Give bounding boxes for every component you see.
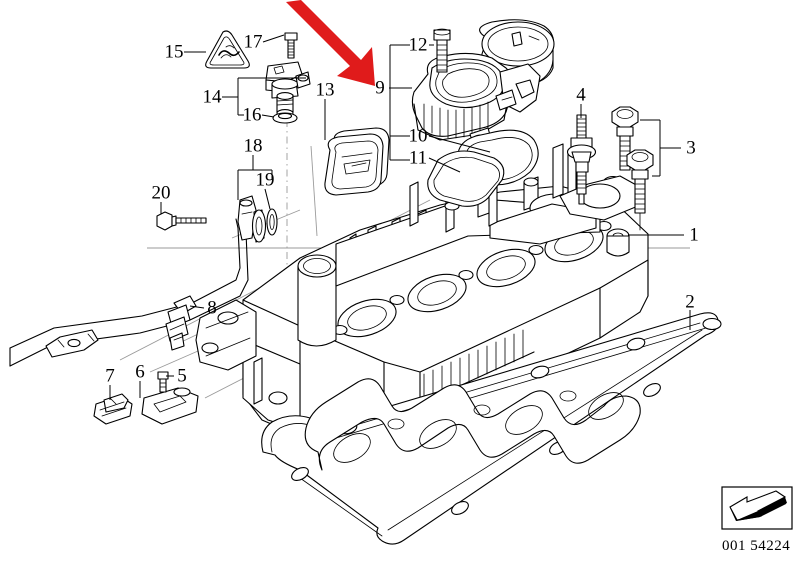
callout-14[interactable]: 14 — [202, 86, 222, 108]
hex-bolt-set — [611, 106, 654, 231]
bracket-bolt — [156, 211, 207, 231]
callout-12[interactable]: 12 — [408, 34, 428, 56]
callout-6[interactable]: 6 — [135, 361, 145, 383]
hex-bolt-lower — [626, 149, 654, 214]
ground-strap — [9, 218, 249, 367]
vent-seals — [427, 129, 539, 207]
orientation-icon-box — [721, 486, 793, 530]
sensor-screw — [284, 32, 298, 59]
cable-clip — [165, 295, 197, 351]
oil-filler-cap — [324, 127, 390, 196]
callout-2[interactable]: 2 — [685, 291, 695, 313]
oil-filler-neck — [297, 254, 337, 347]
callout-16[interactable]: 16 — [242, 104, 262, 126]
warning-label-triangle — [205, 30, 250, 69]
diagram-reference-number: 001 54224 — [722, 538, 791, 554]
callout-19[interactable]: 19 — [255, 169, 275, 191]
leader-lines — [109, 34, 691, 400]
vent-main-body — [411, 52, 541, 149]
callout-7[interactable]: 7 — [105, 365, 115, 387]
small-hardware — [93, 371, 199, 425]
callout-5[interactable]: 5 — [177, 365, 187, 387]
callout-11[interactable]: 11 — [408, 147, 428, 169]
highlight-arrow — [286, 0, 375, 86]
sensor-o-ring — [272, 112, 298, 124]
callout-17[interactable]: 17 — [243, 31, 263, 53]
callout-18[interactable]: 18 — [243, 135, 263, 157]
gasket-port-chain — [304, 378, 641, 471]
callout-13[interactable]: 13 — [315, 79, 335, 101]
valve-cover-gasket — [261, 312, 722, 545]
crankcase-vent-assembly — [411, 19, 555, 149]
fastening-screw — [433, 28, 451, 73]
callout-3[interactable]: 3 — [686, 137, 696, 159]
right-mount-eyes — [559, 175, 639, 257]
bracket-assembly — [156, 195, 278, 243]
callout-4[interactable]: 4 — [576, 84, 586, 106]
glow-plug — [566, 114, 597, 205]
callout-9[interactable]: 9 — [375, 77, 385, 99]
hex-bolt-upper — [611, 106, 639, 171]
callout-10[interactable]: 10 — [408, 125, 428, 147]
callout-15[interactable]: 15 — [164, 41, 184, 63]
callout-8[interactable]: 8 — [207, 297, 217, 319]
callout-1[interactable]: 1 — [689, 224, 699, 246]
callout-20[interactable]: 20 — [151, 182, 171, 204]
